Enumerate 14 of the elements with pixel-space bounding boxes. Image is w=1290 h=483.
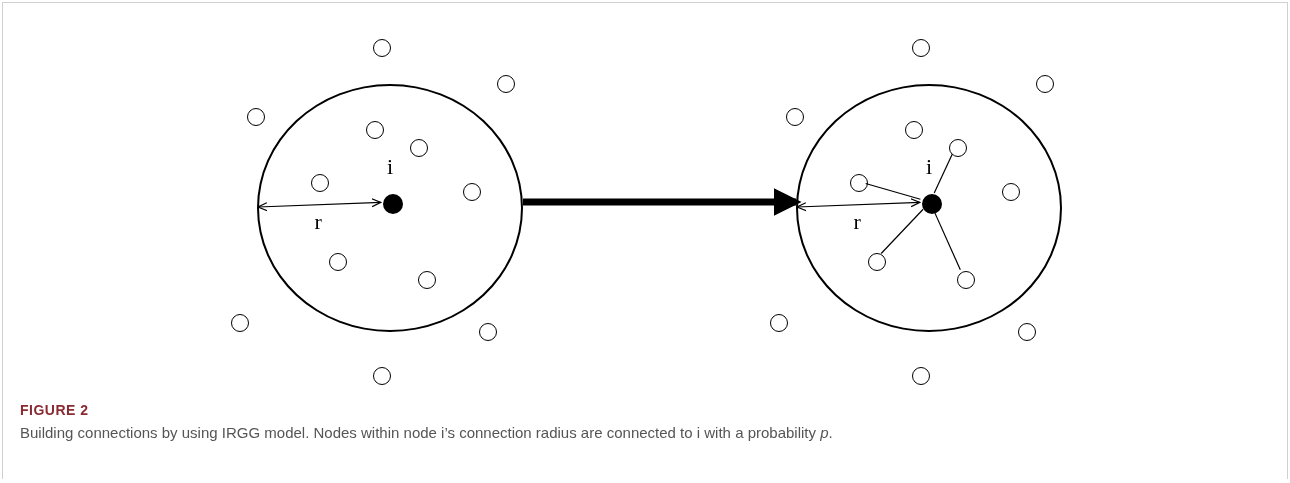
edge-label: r [314, 210, 322, 233]
radius-circle [257, 84, 523, 332]
node-label: i [926, 156, 933, 178]
figure-caption: Building connections by using IRGG model. Nodes within node i’s connection radius are connected to i with a probability p. [20, 424, 833, 441]
radius-circle [796, 84, 1062, 332]
radius-arrow [257, 198, 382, 212]
connection-line [880, 208, 924, 255]
node-label: i [387, 156, 394, 178]
connection-line [933, 210, 961, 271]
radius-arrow [796, 198, 921, 212]
edge-label: r [853, 210, 861, 233]
connection-line [933, 153, 953, 194]
connection-line [865, 182, 921, 200]
figure-title: FIGURE 2 [20, 402, 89, 418]
